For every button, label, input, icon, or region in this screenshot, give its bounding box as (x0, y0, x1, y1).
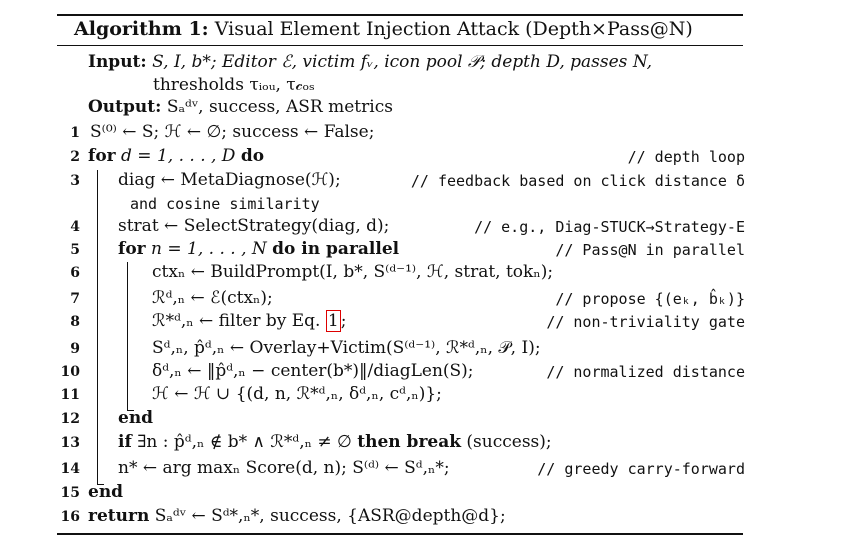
output-text: Sₐᵈᵛ, success, ASR metrics (166, 97, 393, 117)
line-comment: // Pass@N in parallel (555, 241, 745, 259)
algo-line-15: 15 end (0, 482, 852, 506)
line-number: 11 (60, 387, 80, 403)
algo-line-8: 8 ℛ*ᵈ,ₙ ← filter by Eq. 1; // non-trivia… (0, 310, 852, 335)
algorithm-label: Algorithm 1: (74, 18, 209, 40)
algo-line-13: 13 if ∃n : p̂ᵈ,ₙ ∉ b* ∧ ℛ*ᵈ,ₙ ≠ ∅ then b… (0, 432, 852, 456)
line-comment: // depth loop (627, 148, 745, 166)
line-text: ℛᵈ,ₙ ← ℰ(ctxₙ); (152, 288, 273, 308)
algo-line-1: 1 S⁽⁰⁾ ← S; ℋ ← ∅; success ← False; (0, 122, 852, 146)
line-number: 14 (60, 461, 80, 477)
line-number: 12 (60, 411, 80, 427)
line-comment: // greedy carry-forward (537, 460, 745, 478)
end-keyword: end (118, 408, 154, 428)
if-keyword: if (118, 432, 132, 452)
algo-line-11: 11 ℋ ← ℋ ∪ {(d, n, ℛ*ᵈ,ₙ, δᵈ,ₙ, cᵈ,ₙ)}; (0, 384, 852, 408)
top-rule (57, 14, 743, 16)
line-number: 13 (60, 435, 80, 451)
end-keyword: end (88, 482, 124, 502)
line-text: strat ← SelectStrategy(diag, d); (118, 216, 390, 236)
do-parallel-keyword: do in parallel (272, 239, 400, 259)
return-keyword: return (88, 506, 150, 526)
algo-line-12: 12 end (0, 408, 852, 432)
line-tail: (success); (466, 432, 552, 452)
line-number: 2 (70, 149, 80, 165)
equation-reference-link[interactable]: 1 (325, 310, 341, 332)
outer-block-hook (97, 484, 104, 485)
for-keyword: for (88, 146, 116, 166)
for-keyword: for (118, 239, 146, 259)
output-keyword: Output: (88, 97, 162, 117)
algorithm-name: Visual Element Injection Attack (Depth×P… (214, 18, 693, 40)
algorithm-title: Algorithm 1: Visual Element Injection At… (74, 18, 693, 40)
input-text: S, I, b*; Editor ℰ, victim fᵥ, icon pool… (152, 52, 653, 72)
algo-line-3-cont: and cosine similarity (0, 193, 852, 217)
line-text: δᵈ,ₙ ← ‖p̂ᵈ,ₙ − center(b*)‖/diagLen(S); (152, 361, 474, 381)
algo-line-4: 4 strat ← SelectStrategy(diag, d); // e.… (0, 216, 852, 240)
line-number: 15 (60, 485, 80, 501)
mid-rule (57, 45, 743, 46)
line-tail: ; (340, 311, 347, 331)
inner-block-bar (127, 262, 128, 410)
then-break-keyword: then break (357, 432, 462, 452)
input-keyword: Input: (88, 52, 147, 72)
line-comment-cont: and cosine similarity (130, 195, 320, 213)
bottom-rule (57, 533, 743, 535)
line-text: ℋ ← ℋ ∪ {(d, n, ℛ*ᵈ,ₙ, δᵈ,ₙ, cᵈ,ₙ)}; (152, 384, 442, 404)
line-text: ctxₙ ← BuildPrompt(I, b*, S⁽ᵈ⁻¹⁾, ℋ, str… (152, 262, 554, 282)
outer-block-bar (97, 170, 98, 484)
line-text: Sᵈ,ₙ, p̂ᵈ,ₙ ← Overlay+Victim(S⁽ᵈ⁻¹⁾, ℛ*ᵈ… (152, 338, 541, 358)
algo-line-14: 14 n* ← arg maxₙ Score(d, n); S⁽ᵈ⁾ ← Sᵈ,… (0, 458, 852, 482)
line-text: n = 1, . . . , N (151, 239, 267, 259)
line-text: d = 1, . . . , D (121, 146, 236, 166)
algo-line-16: 16 return Sₐᵈᵛ ← Sᵈ*,ₙ*, success, {ASR@d… (0, 506, 852, 530)
line-number: 1 (70, 125, 80, 141)
line-comment: // normalized distance (546, 363, 745, 381)
inner-block-hook (127, 410, 134, 411)
line-number: 6 (70, 265, 80, 281)
line-text: n* ← arg maxₙ Score(d, n); S⁽ᵈ⁾ ← Sᵈ,ₙ*; (118, 458, 450, 478)
algo-line-5: 5 for n = 1, . . . , N do in parallel //… (0, 239, 852, 263)
line-text: S⁽⁰⁾ ← S; ℋ ← ∅; success ← False; (90, 122, 375, 142)
line-number: 9 (70, 341, 80, 357)
line-comment: // propose {(eₖ, b̂ₖ)} (555, 290, 745, 308)
algo-line-7: 7 ℛᵈ,ₙ ← ℰ(ctxₙ); // propose {(eₖ, b̂ₖ)} (0, 288, 852, 312)
algo-line-2: 2 for d = 1, . . . , D do // depth loop (0, 146, 852, 170)
input-thresholds: thresholds τᵢₒᵤ, τ𝒸ₒₛ (153, 75, 315, 95)
line-number: 3 (70, 173, 80, 189)
line-number: 5 (70, 242, 80, 258)
line-number: 7 (70, 291, 80, 307)
line-text: diag ← MetaDiagnose(ℋ); (118, 170, 341, 190)
algo-line-10: 10 δᵈ,ₙ ← ‖p̂ᵈ,ₙ − center(b*)‖/diagLen(S… (0, 361, 852, 385)
algo-line-3: 3 diag ← MetaDiagnose(ℋ); // feedback ba… (0, 170, 852, 194)
line-number: 4 (70, 219, 80, 235)
line-text: Sₐᵈᵛ ← Sᵈ*,ₙ*, success, {ASR@depth@d}; (154, 506, 506, 526)
line-number: 10 (60, 364, 80, 380)
line-number: 16 (60, 509, 80, 525)
line-number: 8 (70, 314, 80, 330)
algo-line-6: 6 ctxₙ ← BuildPrompt(I, b*, S⁽ᵈ⁻¹⁾, ℋ, s… (0, 262, 852, 286)
line-comment: // e.g., Diag-STUCK→Strategy-E (474, 218, 745, 236)
do-keyword: do (240, 146, 265, 166)
line-comment: // non-triviality gate (546, 313, 745, 331)
line-text: ∃n : p̂ᵈ,ₙ ∉ b* ∧ ℛ*ᵈ,ₙ ≠ ∅ (137, 432, 352, 452)
line-text: ℛ*ᵈ,ₙ ← filter by Eq. (152, 311, 326, 331)
algo-line-9: 9 Sᵈ,ₙ, p̂ᵈ,ₙ ← Overlay+Victim(S⁽ᵈ⁻¹⁾, ℛ… (0, 338, 852, 362)
line-comment: // feedback based on click distance δ (410, 172, 745, 190)
